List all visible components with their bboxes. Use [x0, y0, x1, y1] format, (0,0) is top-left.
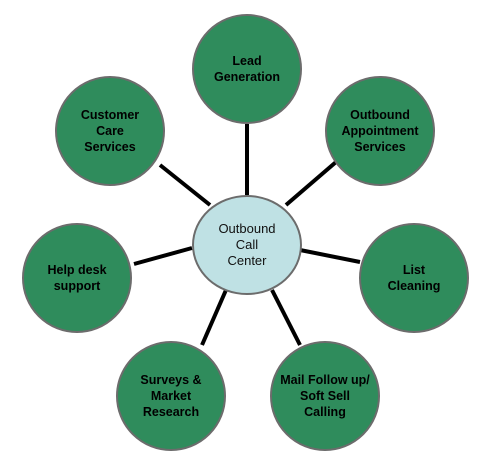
- node-label: Customer Care Services: [80, 108, 140, 154]
- connector-list-cleaning: [299, 248, 361, 264]
- node-label: Outbound Appointment Services: [341, 108, 419, 154]
- node-label: List Cleaning: [387, 263, 441, 293]
- connector-customer-care-services: [158, 163, 212, 207]
- center-node-label: Outbound Call Center: [218, 221, 276, 268]
- node-label: Surveys & Market Research: [140, 373, 202, 419]
- connector-mail-follow-up: [270, 289, 302, 346]
- center-node-outbound-call-center: Outbound Call Center: [192, 195, 302, 295]
- connector-surveys-market-research: [200, 289, 228, 346]
- node-label: Lead Generation: [214, 54, 280, 84]
- node-mail-follow-up: Mail Follow up/ Soft Sell Calling: [270, 341, 380, 451]
- node-outbound-appointment-services: Outbound Appointment Services: [325, 76, 435, 186]
- node-label: Mail Follow up/ Soft Sell Calling: [280, 373, 370, 419]
- node-customer-care-services: Customer Care Services: [55, 76, 165, 186]
- node-help-desk-support: Help desk support: [22, 223, 132, 333]
- node-label: Help desk support: [47, 263, 107, 293]
- connector-outbound-appointment-services: [284, 160, 338, 207]
- node-list-cleaning: List Cleaning: [359, 223, 469, 333]
- node-lead-generation: Lead Generation: [192, 14, 302, 124]
- node-surveys-market-research: Surveys & Market Research: [116, 341, 226, 451]
- connector-help-desk-support: [133, 246, 193, 266]
